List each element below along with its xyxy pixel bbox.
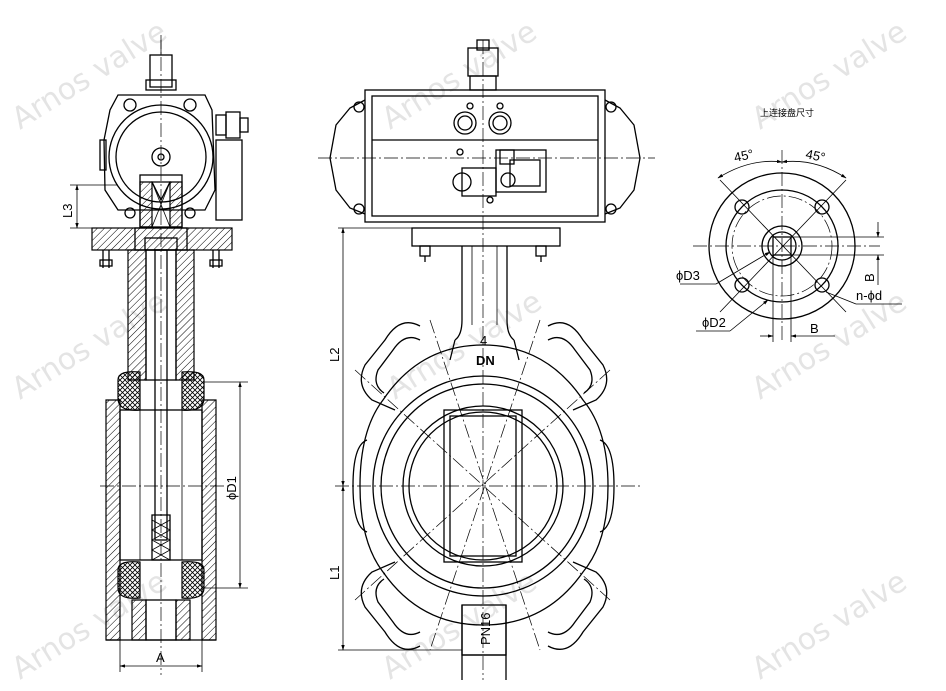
dimension-b-horizontal-label: B [810, 321, 819, 336]
flange-detail-title: 上连接盘尺寸 [760, 107, 814, 118]
front-view: 4 DN PN16 L2 L1 [318, 39, 655, 680]
dn-label: DN [476, 353, 495, 368]
dimension-a-label: A [156, 650, 165, 665]
diameter-d3-label: ϕD3 [676, 268, 700, 283]
angle-right-label: 45° [804, 146, 826, 165]
side-section-view: L3 ϕD1 A [60, 35, 249, 675]
watermark-text: Arnos valve [746, 14, 913, 137]
diameter-d2-label: ϕD2 [702, 315, 726, 330]
dimension-b-vertical-label: B [862, 273, 877, 282]
dimension-l1-label: L1 [327, 566, 342, 580]
dimension-l3-label: L3 [60, 204, 75, 218]
watermark-text: Arnos valve [6, 14, 173, 137]
dimension-d1-label: ϕD1 [224, 476, 239, 500]
angle-left-label: 45° [733, 146, 755, 165]
watermark-text: Arnos valve [746, 564, 913, 687]
watermark-text: Arnos valve [6, 284, 173, 407]
flow-mark-label: 4 [480, 333, 487, 348]
flange-detail-view: 上连接盘尺寸 45° 45° ϕD3 ϕD2 n-ϕd B [676, 107, 902, 342]
watermark-text: Arnos valve [6, 564, 173, 687]
bolt-holes-label: n-ϕd [856, 288, 882, 303]
pn-label: PN16 [478, 612, 493, 645]
dimension-l2-label: L2 [327, 348, 342, 362]
watermark-text: Arnos valve [746, 284, 913, 407]
watermark-text: Arnos valve [381, 284, 548, 407]
